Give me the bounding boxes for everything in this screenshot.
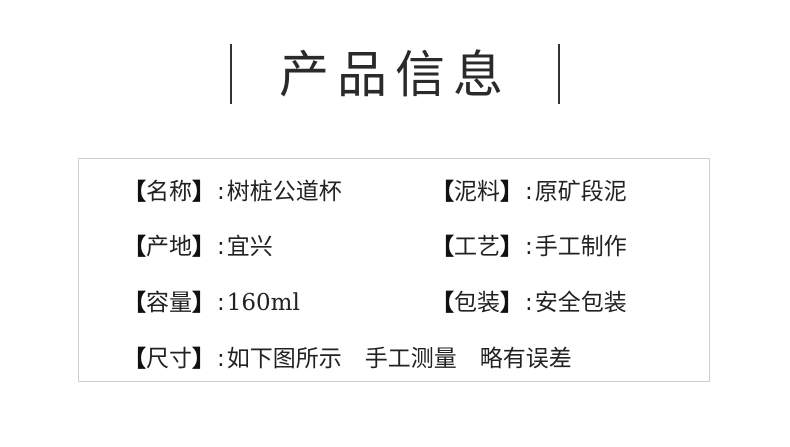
bracket-open: 【	[123, 179, 146, 205]
info-item-craft: 【工艺】:手工制作	[431, 230, 627, 264]
bracket-close: 】	[500, 234, 523, 260]
colon: :	[217, 346, 225, 372]
bracket-open: 【	[431, 234, 454, 260]
info-label: 产地	[146, 234, 192, 260]
bracket-close: 】	[500, 179, 523, 205]
bracket-open: 【	[123, 346, 146, 372]
info-value: 安全包装	[534, 290, 627, 316]
bracket-open: 【	[431, 290, 454, 316]
info-label: 泥料	[454, 179, 500, 205]
bracket-open: 【	[123, 234, 146, 260]
info-item-name: 【名称】:树桩公道杯	[123, 175, 342, 209]
colon: :	[217, 234, 225, 260]
info-item-capacity: 【容量】:160ml	[123, 286, 300, 320]
page-title: 产品信息	[279, 46, 511, 104]
info-item-packaging: 【包装】:安全包装	[431, 286, 627, 320]
colon: :	[217, 179, 225, 205]
page-title-block: 产品信息	[0, 40, 790, 110]
info-row: 【尺寸】:如下图所示 手工测量 略有误差	[79, 342, 711, 376]
info-item-origin: 【产地】:宜兴	[123, 230, 273, 264]
title-divider-right	[558, 44, 560, 104]
info-value: 树桩公道杯	[226, 179, 342, 205]
info-item-material: 【泥料】:原矿段泥	[431, 175, 627, 209]
info-item-size: 【尺寸】:如下图所示 手工测量 略有误差	[123, 342, 572, 376]
colon: :	[217, 290, 225, 316]
info-label: 容量	[146, 290, 192, 316]
bracket-close: 】	[192, 234, 215, 260]
info-value: 手工制作	[534, 234, 627, 260]
info-label: 尺寸	[146, 346, 192, 372]
bracket-close: 】	[192, 346, 215, 372]
info-value: 宜兴	[226, 234, 273, 260]
info-row: 【名称】:树桩公道杯 【泥料】:原矿段泥	[79, 175, 711, 209]
info-value: 原矿段泥	[534, 179, 627, 205]
info-label: 名称	[146, 179, 192, 205]
info-label: 工艺	[454, 234, 500, 260]
colon: :	[525, 290, 533, 316]
title-divider-left	[230, 44, 232, 104]
info-value: 160ml	[226, 290, 300, 316]
bracket-close: 】	[500, 290, 523, 316]
product-info-panel: 【名称】:树桩公道杯 【泥料】:原矿段泥 【产地】:宜兴 【工艺】:手工制作 【…	[78, 158, 710, 382]
bracket-close: 】	[192, 179, 215, 205]
info-row: 【容量】:160ml 【包装】:安全包装	[79, 286, 711, 320]
bracket-open: 【	[431, 179, 454, 205]
bracket-close: 】	[192, 290, 215, 316]
colon: :	[525, 179, 533, 205]
info-value: 如下图所示 手工测量 略有误差	[226, 346, 572, 372]
info-row: 【产地】:宜兴 【工艺】:手工制作	[79, 230, 711, 264]
info-label: 包装	[454, 290, 500, 316]
bracket-open: 【	[123, 290, 146, 316]
colon: :	[525, 234, 533, 260]
